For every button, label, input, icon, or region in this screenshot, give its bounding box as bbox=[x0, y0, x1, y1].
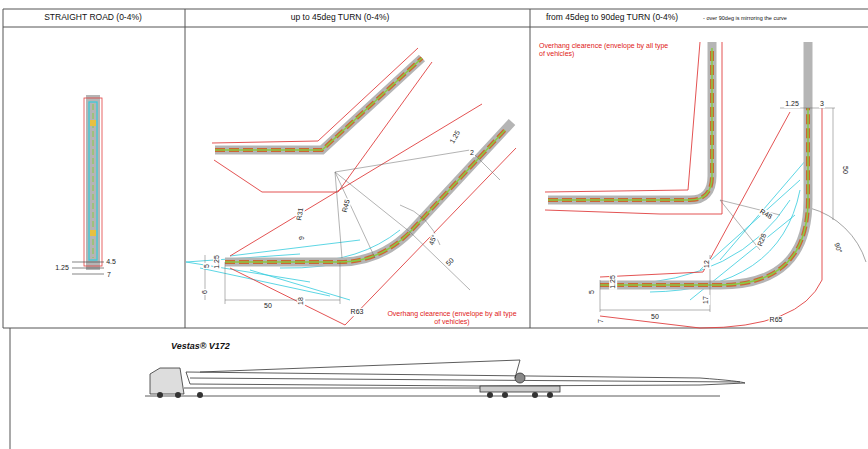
dimension: 50 bbox=[650, 313, 660, 321]
dimension: 3 bbox=[819, 100, 825, 108]
overhang-note: Overhang clearence (envelope by all type… bbox=[386, 310, 518, 325]
dimension: 50 bbox=[841, 165, 849, 175]
dimension: 1.25 bbox=[448, 128, 462, 145]
dimension: 17 bbox=[702, 295, 710, 305]
dimension: 7 bbox=[106, 271, 112, 279]
header-text: from 45deg to 90deg TURN (0-4%) bbox=[545, 13, 679, 22]
dimension: 1.25 bbox=[213, 254, 221, 270]
header-note: - over 90deg is mirroring the curve bbox=[702, 15, 788, 21]
header-text: up to 45deg TURN (0-4%) bbox=[290, 13, 391, 22]
dimension: 18 bbox=[297, 296, 305, 306]
radius: R45 bbox=[340, 198, 351, 214]
vehicle-title: Vestas® V172 bbox=[170, 342, 231, 352]
header-text: STRAIGHT ROAD (0-4%) bbox=[43, 13, 143, 22]
dimension: 4.5 bbox=[105, 258, 117, 266]
dimension: 1.25 bbox=[609, 274, 617, 290]
radius: R28 bbox=[756, 232, 768, 249]
dimension: 12 bbox=[703, 259, 711, 269]
dimension: 6 bbox=[201, 289, 209, 295]
radius: R48 bbox=[758, 207, 775, 221]
dimension: 9 bbox=[298, 235, 306, 241]
dimension: 50 bbox=[263, 302, 273, 310]
dimension: 5 bbox=[203, 263, 211, 269]
dimension: 5 bbox=[588, 289, 596, 295]
angle: 45° bbox=[427, 233, 439, 247]
angle: 90° bbox=[832, 241, 844, 255]
dimension: 7 bbox=[597, 318, 605, 324]
dimension: 1.25 bbox=[784, 100, 800, 108]
dimension: 1.25 bbox=[54, 264, 70, 272]
radius: R63 bbox=[350, 308, 365, 316]
radius: R31 bbox=[295, 206, 305, 222]
overhang-note: Overhang clearence (envelope by all type… bbox=[538, 42, 670, 57]
radius: R65 bbox=[769, 316, 784, 324]
dimension: 2 bbox=[469, 149, 475, 157]
